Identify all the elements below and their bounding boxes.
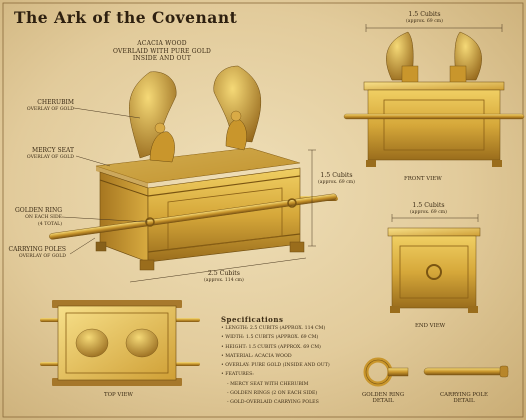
dimension-front-width: 1.5 Cubits (approx. 69 cm) — [406, 11, 443, 25]
spec-item: • Overlay: Pure gold (inside and out) — [221, 363, 330, 369]
callout-cherubim: Cherubim Overlay of gold — [27, 99, 74, 113]
spec-feature: - Golden rings (2 on each side) — [227, 391, 318, 397]
dimension-sub: (approx. 69 cm) — [406, 19, 443, 24]
pole-detail-line: detail — [453, 398, 475, 404]
dimension-sub: (approx. 114 cm) — [204, 278, 244, 283]
specifications-heading: Specifications — [221, 315, 284, 324]
dimension-sub: (approx. 69 cm) — [318, 180, 355, 185]
main-cherubim — [129, 65, 261, 163]
callout-sub: Overlay of gold — [18, 254, 66, 259]
subtitle-line: Acacia wood — [137, 40, 187, 47]
main-front-pole — [49, 193, 337, 240]
spec-item: • Height: 1.5 cubits (approx. 69 cm) — [221, 344, 321, 350]
main-ark-illustration — [49, 65, 338, 271]
ring-detail-line: Golden ring — [362, 392, 405, 398]
dimension-label: 2.5 Cubits — [207, 270, 240, 277]
front-view-illustration — [343, 24, 525, 167]
ring-detail-label: Golden ring detail — [362, 392, 404, 404]
callout-label: Carrying poles — [8, 246, 67, 253]
spec-feature: - Mercy seat with cherubim — [227, 381, 309, 387]
spec-item: • Length: 2.5 cubits (approx. 114 cm) — [221, 326, 326, 331]
callout-golden-ring: Golden ring on each side (4 total) — [15, 207, 62, 228]
callout-lines — [61, 107, 316, 283]
dimension-sub: (approx. 69 cm) — [410, 210, 447, 215]
specifications-list: • Length: 2.5 cubits (approx. 114 cm) • … — [221, 324, 353, 408]
subtitle-line: overlaid with pure gold — [112, 47, 212, 55]
callout-label: Golden ring — [15, 207, 62, 214]
callout-label: Cherubim — [37, 99, 74, 106]
subtitle-line: inside and out — [132, 55, 192, 62]
spec-item: • Width: 1.5 cubits (approx. 69 cm) — [221, 335, 319, 341]
front-view-label: Front view — [404, 176, 442, 182]
ring-detail-line: detail — [372, 398, 394, 404]
callout-sub: Overlay of gold — [26, 107, 74, 112]
spec-item: • Material: Acacia wood — [221, 353, 292, 359]
subtitle: Acacia wood overlaid with pure gold insi… — [92, 40, 232, 63]
pole-detail-label: Carrying pole detail — [440, 392, 488, 404]
main-end-face — [99, 171, 149, 263]
spec-item: • Features: — [221, 372, 254, 378]
callout-sub: Overlay of gold — [26, 155, 74, 160]
dimension-label: 1.5 Cubits — [408, 11, 441, 18]
top-view-illustration — [40, 300, 200, 386]
dimension-end-width: 1.5 Cubits (approx. 69 cm) — [410, 202, 447, 216]
end-view-illustration — [387, 214, 481, 313]
dimension-height: 1.5 Cubits (approx. 69 cm) — [318, 172, 355, 186]
ring-detail-illustration — [363, 357, 409, 387]
callout-sub: (4 total) — [38, 222, 62, 227]
top-view-label: Top view — [104, 392, 133, 398]
callout-sub: on each side — [25, 215, 62, 220]
dimension-label: 1.5 Cubits — [320, 172, 353, 179]
callout-carrying-poles: Carrying poles Overlay of gold — [9, 246, 67, 260]
end-view-label: End view — [415, 323, 446, 329]
callout-mercy-seat: Mercy seat Overlay of gold — [27, 147, 74, 161]
spec-feature: - Gold-overlaid carrying poles — [227, 400, 319, 406]
dimension-label: 1.5 Cubits — [412, 202, 445, 209]
callout-label: Mercy seat — [32, 147, 74, 154]
page-title: The Ark of the Covenant — [14, 8, 238, 27]
pole-detail-illustration — [423, 365, 509, 378]
dimension-length: 2.5 Cubits (approx. 114 cm) — [204, 270, 244, 284]
pole-detail-line: Carrying pole — [440, 392, 488, 398]
